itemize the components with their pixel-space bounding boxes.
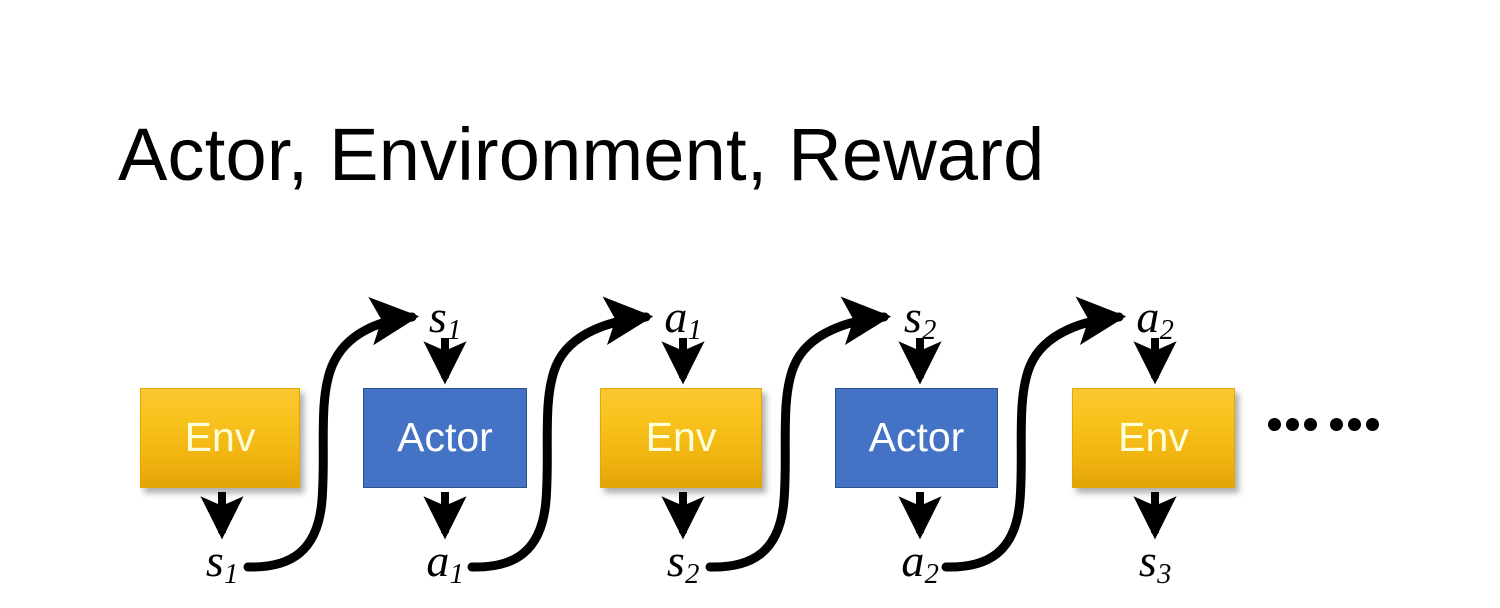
ellipsis-dot — [1286, 418, 1299, 431]
actor-box-1[interactable]: Actor — [363, 388, 527, 488]
env-box-1[interactable]: Env — [140, 388, 300, 488]
env-box-2-label: Env — [645, 413, 717, 460]
page-title: Actor, Environment, Reward — [118, 113, 1045, 196]
action-label-a1-top: a1 — [664, 291, 702, 347]
action-label-a2-top: a2 — [1136, 291, 1174, 347]
env-box-2[interactable]: Env — [600, 388, 762, 488]
state-label-s1-bottom: s1 — [205, 535, 239, 591]
ellipsis-dot — [1366, 418, 1379, 431]
actor-box-2[interactable]: Actor — [835, 388, 998, 488]
state-label-s2-top: s2 — [903, 291, 937, 347]
state-label-s1-top: s1 — [428, 291, 462, 347]
actor-box-1-label: Actor — [397, 413, 493, 460]
actor-box-2-label: Actor — [868, 413, 965, 460]
ellipsis-indicator — [1268, 418, 1379, 431]
state-label-s3-bottom: s3 — [1138, 535, 1172, 591]
ellipsis-dot — [1330, 418, 1343, 431]
action-label-a2-bottom: a2 — [901, 535, 939, 591]
ellipsis-dot — [1348, 418, 1361, 431]
env-box-3[interactable]: Env — [1072, 388, 1235, 488]
ellipsis-dot — [1304, 418, 1317, 431]
ellipsis-dot — [1268, 418, 1281, 431]
action-label-a1-bottom: a1 — [426, 535, 464, 591]
env-box-3-label: Env — [1118, 413, 1189, 460]
env-box-1-label: Env — [184, 413, 256, 460]
state-label-s2-bottom: s2 — [666, 535, 700, 591]
